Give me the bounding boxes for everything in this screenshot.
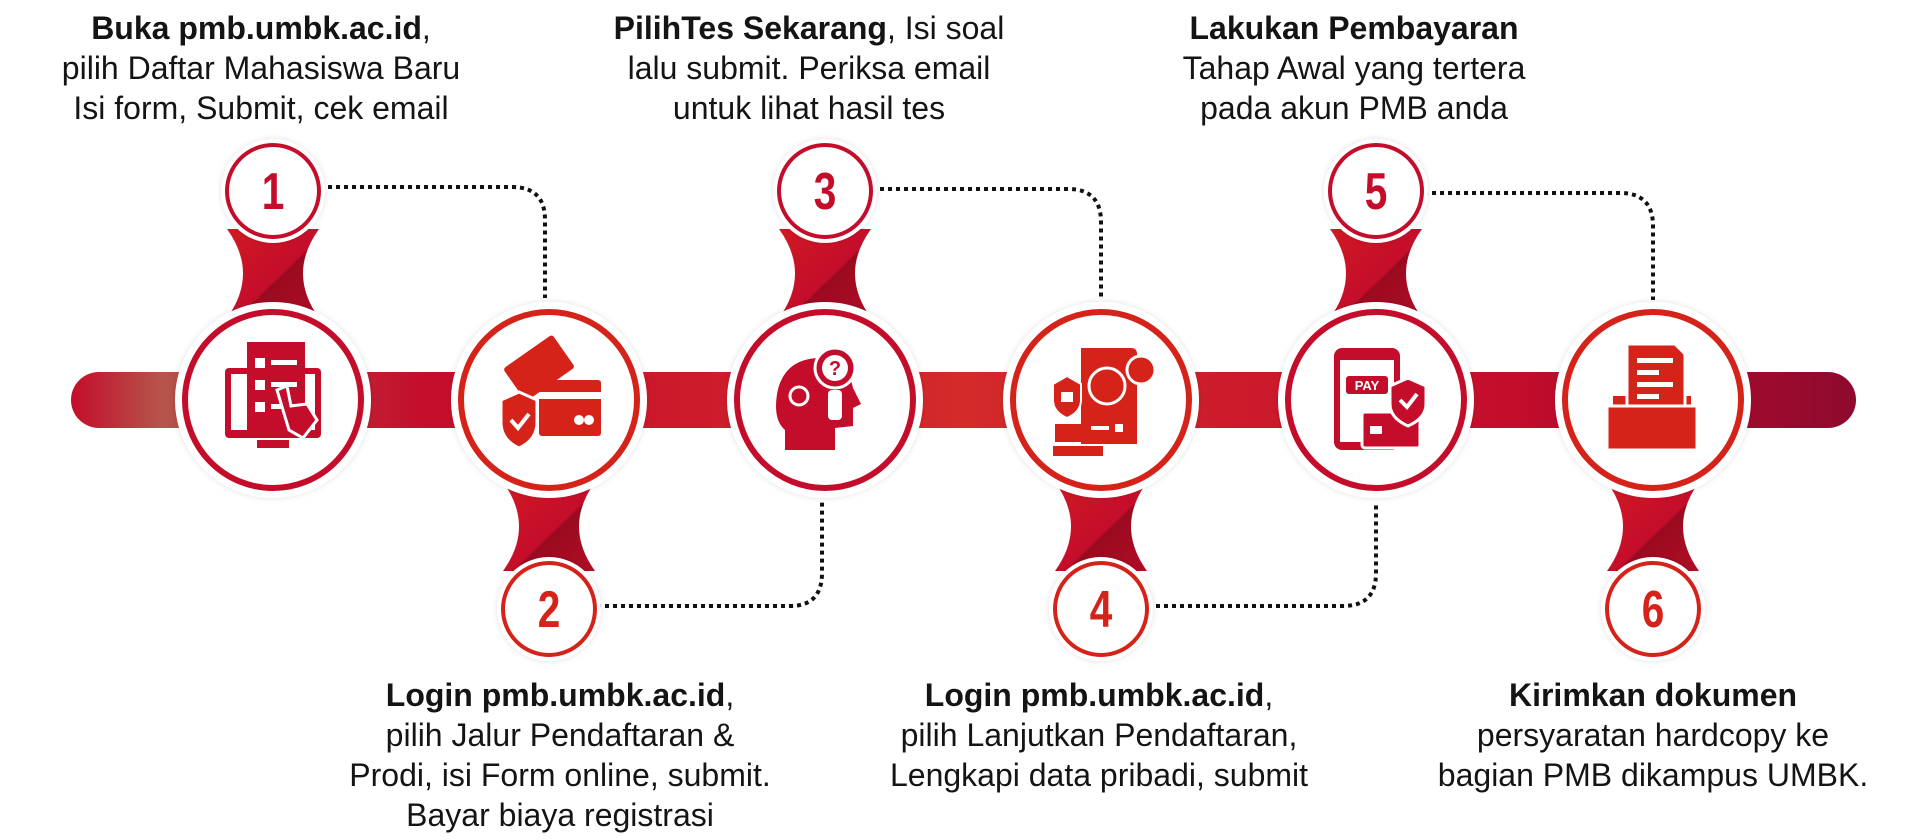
dotted-connectors bbox=[320, 185, 1655, 608]
step-5: PAY 5 bbox=[1278, 139, 1474, 498]
svg-text:?: ? bbox=[829, 358, 841, 380]
description-highlight: Login pmb.umbk.ac.id bbox=[924, 677, 1265, 713]
description-text: pilih Jalur Pendaftaran & bbox=[385, 717, 735, 753]
number-circle bbox=[225, 143, 321, 239]
step-connector-neck bbox=[1607, 482, 1699, 571]
description-text: pilih Lanjutkan Pendaftaran, bbox=[900, 717, 1298, 753]
step-6-description: Kirimkan dokumen persyaratan hardcopy ke b… bbox=[1393, 675, 1913, 795]
dotted-connector-4-5 bbox=[1148, 502, 1378, 608]
dotted-connector-3-4 bbox=[872, 187, 1103, 300]
head-question-icon: ? bbox=[776, 346, 861, 450]
description-highlight: Buka pmb.umbk.ac.id bbox=[91, 10, 422, 46]
pay-label: PAY bbox=[1355, 378, 1380, 393]
step-number: 5 bbox=[1365, 162, 1388, 220]
dotted-connector-2-3 bbox=[597, 502, 824, 608]
number-circle bbox=[1605, 561, 1701, 657]
description-line: Buka pmb.umbk.ac.id, bbox=[1, 8, 521, 48]
description-text: persyaratan hardcopy ke bbox=[1476, 717, 1830, 753]
description-text: Prodi, isi Form online, submit. bbox=[349, 757, 771, 793]
description-text: Bayar biaya registrasi bbox=[406, 797, 714, 833]
description-line: Login pmb.umbk.ac.id, bbox=[300, 675, 820, 715]
description-line: pilih Jalur Pendaftaran & bbox=[300, 715, 820, 755]
description-text: pada akun PMB anda bbox=[1200, 90, 1508, 126]
number-circle bbox=[1053, 561, 1149, 657]
step-connector-neck bbox=[227, 229, 319, 318]
number-circle bbox=[501, 561, 597, 657]
description-line: pada akun PMB anda bbox=[1094, 88, 1614, 128]
description-line: Lakukan Pembayaran bbox=[1094, 8, 1614, 48]
description-line: Lengkapi data pribadi, submit bbox=[839, 755, 1359, 795]
step-1-description: Buka pmb.umbk.ac.id,pilih Daftar Mahasis… bbox=[1, 8, 521, 128]
description-line: persyaratan hardcopy ke bbox=[1393, 715, 1913, 755]
step-3: ?3 bbox=[727, 139, 923, 498]
description-text: , bbox=[1264, 677, 1274, 713]
description-line: pilih Lanjutkan Pendaftaran, bbox=[839, 715, 1359, 755]
step-connector-neck bbox=[779, 229, 871, 318]
description-highlight: Lakukan Pembayaran bbox=[1189, 10, 1519, 46]
description-text: lalu submit. Periksa email bbox=[627, 50, 991, 86]
document-folder-icon bbox=[1605, 342, 1699, 452]
description-text: Tahap Awal yang tertera bbox=[1182, 50, 1526, 86]
step-1: 1 bbox=[175, 139, 371, 498]
description-highlight: Kirimkan dokumen bbox=[1508, 677, 1798, 713]
description-text: pilih Daftar Mahasiswa Baru bbox=[61, 50, 461, 86]
dotted-connector-5-6 bbox=[1424, 191, 1655, 300]
description-text: , bbox=[421, 10, 431, 46]
credit-card-shield-icon bbox=[499, 335, 601, 450]
description-highlight: Login pmb.umbk.ac.id bbox=[385, 677, 726, 713]
description-line: Login pmb.umbk.ac.id, bbox=[839, 675, 1359, 715]
description-line: Isi form, Submit, cek email bbox=[1, 88, 521, 128]
step-connector-neck bbox=[503, 482, 595, 571]
personal-data-document-icon bbox=[1052, 348, 1157, 456]
description-line: bagian PMB dikampus UMBK. bbox=[1393, 755, 1913, 795]
description-line: Kirimkan dokumen bbox=[1393, 675, 1913, 715]
step-6: 6 bbox=[1555, 302, 1751, 661]
step-connector-neck bbox=[1330, 229, 1422, 318]
description-line: pilih Daftar Mahasiswa Baru bbox=[1, 48, 521, 88]
description-highlight: PilihTes Sekarang bbox=[613, 10, 887, 46]
description-line: untuk lihat hasil tes bbox=[549, 88, 1069, 128]
description-text: Lengkapi data pribadi, submit bbox=[889, 757, 1309, 793]
description-text: untuk lihat hasil tes bbox=[672, 90, 946, 126]
step-2-description: Login pmb.umbk.ac.id,pilih Jalur Pendaft… bbox=[300, 675, 820, 835]
description-line: lalu submit. Periksa email bbox=[549, 48, 1069, 88]
number-circle bbox=[1328, 143, 1424, 239]
step-2: 2 bbox=[451, 302, 647, 661]
description-line: Bayar biaya registrasi bbox=[300, 795, 820, 835]
step-4: 4 bbox=[1003, 302, 1199, 661]
number-circle bbox=[777, 143, 873, 239]
description-line: Tahap Awal yang tertera bbox=[1094, 48, 1614, 88]
description-text: , Isi soal bbox=[886, 10, 1005, 46]
step-4-description: Login pmb.umbk.ac.id,pilih Lanjutkan Pen… bbox=[839, 675, 1359, 795]
description-line: PilihTes Sekarang, Isi soal bbox=[549, 8, 1069, 48]
online-form-computer-icon bbox=[225, 342, 321, 448]
description-text: , bbox=[725, 677, 735, 713]
step-connector-neck bbox=[1055, 482, 1147, 571]
step-number: 6 bbox=[1642, 580, 1665, 638]
description-text: bagian PMB dikampus UMBK. bbox=[1437, 757, 1869, 793]
mobile-payment-icon: PAY bbox=[1334, 348, 1428, 450]
dotted-connector-1-2 bbox=[320, 185, 547, 298]
step-number: 3 bbox=[814, 162, 837, 220]
description-line: Prodi, isi Form online, submit. bbox=[300, 755, 820, 795]
step-number: 2 bbox=[538, 580, 561, 638]
description-text: Isi form, Submit, cek email bbox=[73, 90, 449, 126]
step-number: 1 bbox=[262, 162, 285, 220]
step-number: 4 bbox=[1090, 580, 1113, 638]
